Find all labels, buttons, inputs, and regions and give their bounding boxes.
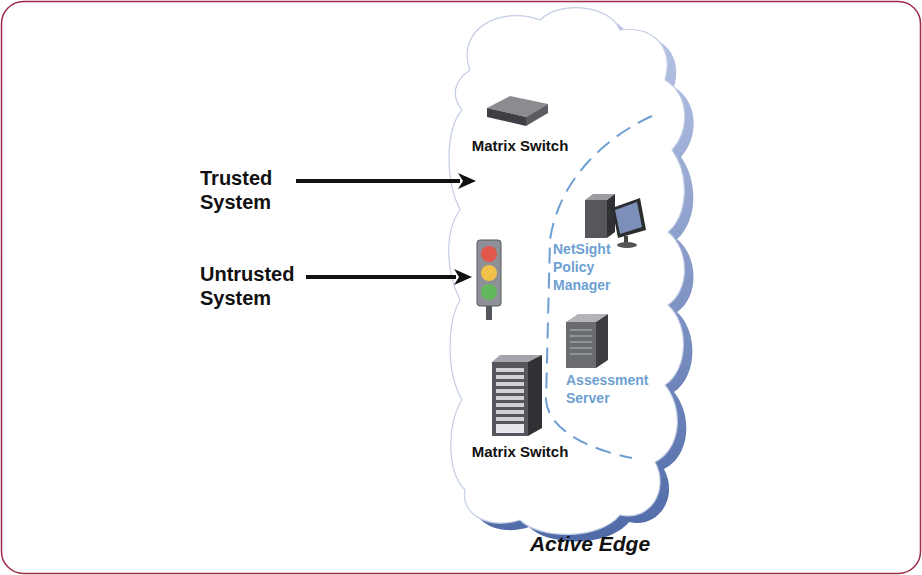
system-node: Untrusted System xyxy=(200,262,300,310)
device-label: Matrix Switch xyxy=(455,443,585,461)
system-node: Trusted System xyxy=(200,166,290,214)
device-label: NetSight Policy Manager xyxy=(553,240,633,294)
device-label: Assessment Server xyxy=(566,371,656,407)
system-label: Trusted System xyxy=(200,166,290,214)
region-title: Active Edge xyxy=(470,532,710,556)
arrow-connector xyxy=(306,269,472,285)
arrow-connector xyxy=(296,173,476,189)
system-label: Untrusted System xyxy=(200,262,300,310)
device-label: Matrix Switch xyxy=(455,137,585,155)
